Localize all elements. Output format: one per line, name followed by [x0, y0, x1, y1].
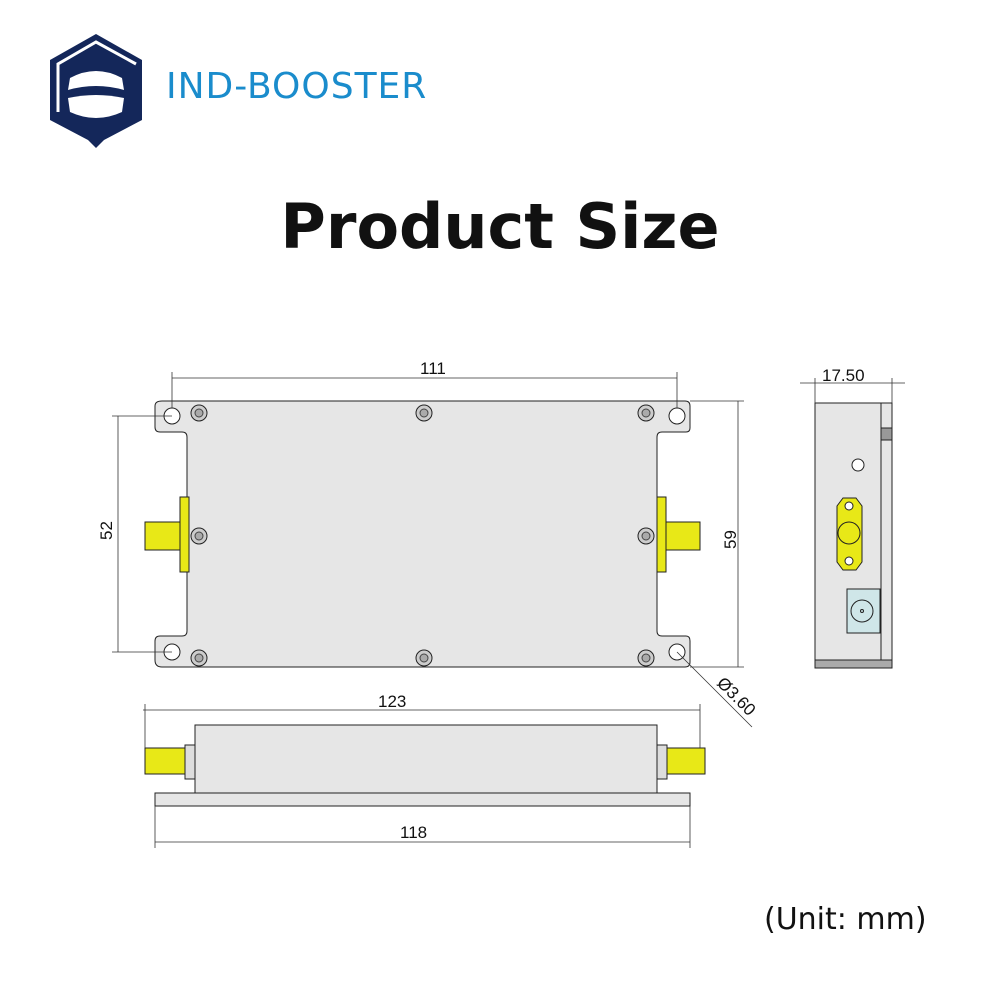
dim-118: 118 — [400, 823, 427, 842]
front-view-base — [154, 792, 691, 807]
brand-name: IND-BOOSTER — [166, 66, 428, 107]
dim-123: 123 — [378, 692, 406, 711]
sma-connectors-top — [144, 496, 701, 573]
dim-111: 111 — [420, 359, 446, 378]
dim-17-50: 17.50 — [822, 366, 865, 385]
page-title: Product Size — [280, 190, 720, 263]
top-view-plate — [154, 400, 691, 668]
dim-hole-diameter: Ø3.60 — [713, 673, 759, 719]
unit-note: (Unit: mm) — [764, 902, 927, 937]
logo-icon — [50, 34, 142, 148]
dim-59: 59 — [721, 530, 740, 549]
dim-52: 52 — [97, 521, 116, 540]
front-view-body — [194, 724, 658, 794]
sma-connectors-front — [144, 747, 706, 775]
